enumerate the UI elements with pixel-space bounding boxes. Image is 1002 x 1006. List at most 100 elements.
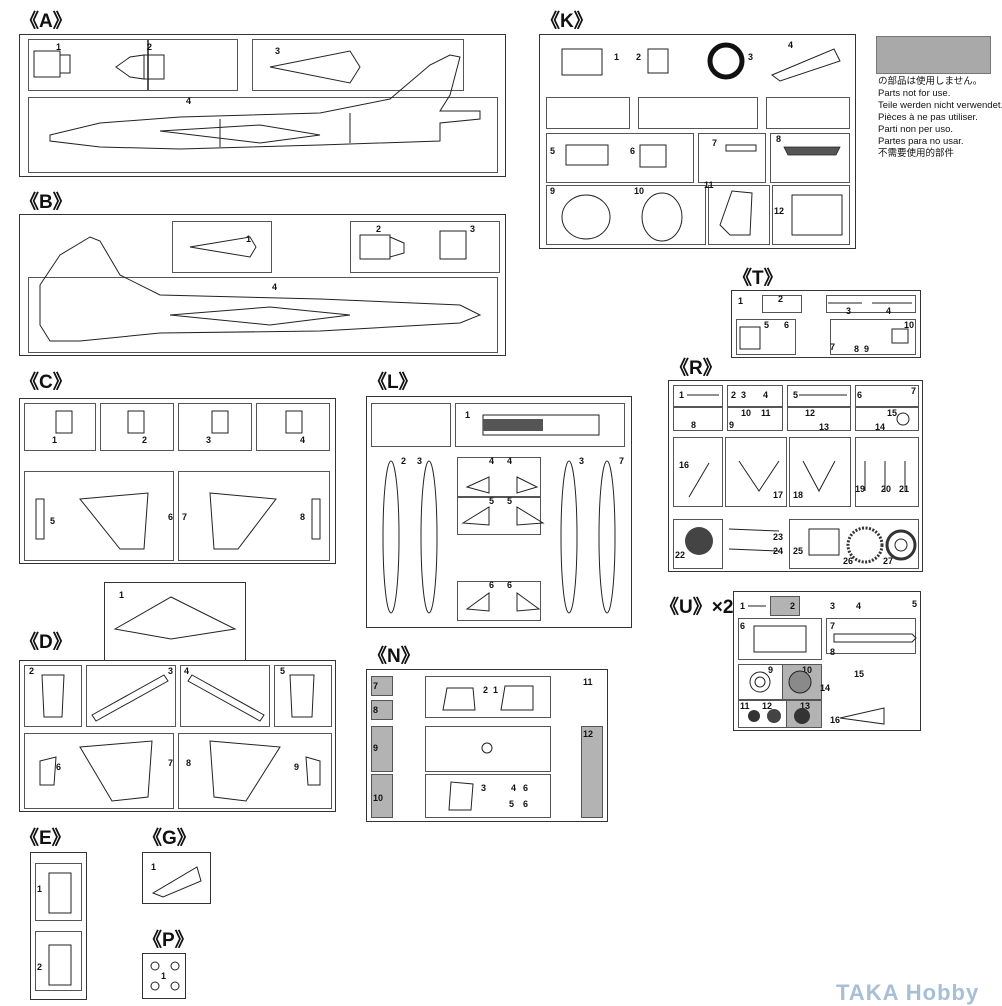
sprue-l-title: 《L》 (368, 372, 418, 393)
part-number: 6 (630, 146, 636, 156)
sprue-a-title: 《A》 (20, 11, 72, 32)
sprue-g-title: 《G》 (143, 828, 196, 849)
part-number: 2 (636, 52, 642, 62)
part-number: 2 (731, 390, 737, 400)
part-number: 8 (373, 705, 379, 715)
part-number: 4 (507, 456, 513, 466)
part-number: 2 (778, 294, 784, 304)
sprue-t-title: 《T》 (733, 268, 783, 289)
part-number: 1 (151, 862, 157, 872)
sprue-b-title: 《B》 (20, 192, 72, 213)
part-number: 8 (186, 758, 192, 768)
part-number: 3 (470, 224, 476, 234)
part-number: 5 (507, 496, 513, 506)
sprue-b-frame: 1 2 3 4 (19, 214, 506, 356)
part-number: 7 (373, 681, 379, 691)
wing-parts-drawing (39, 674, 321, 802)
part-number: 8 (691, 420, 697, 430)
part-number: 1 (56, 42, 62, 52)
part-number: 5 (793, 390, 799, 400)
sprue-p-frame: 1 (142, 953, 186, 999)
part-number: 9 (864, 344, 870, 354)
sprue-a-frame: 1 2 3 4 (19, 34, 506, 177)
part-number: 18 (793, 490, 804, 500)
part-number: 5 (912, 599, 918, 609)
part-number: 13 (800, 701, 811, 711)
part-number: 7 (712, 138, 718, 148)
part-number: 10 (802, 665, 813, 675)
part-number: 9 (768, 665, 774, 675)
part-number: 12 (762, 701, 773, 711)
part-number: 14 (820, 683, 831, 693)
sprue-c-frame: 1 2 3 4 5 6 7 8 (19, 398, 336, 564)
wing-parts-drawing (35, 410, 321, 550)
part-number: 1 (493, 685, 499, 695)
sprue-k-title: 《K》 (541, 11, 593, 32)
part-number: 3 (579, 456, 585, 466)
part-number: 8 (830, 647, 836, 657)
part-number: 6 (56, 762, 62, 772)
part-number: 1 (465, 410, 471, 420)
part-number: 4 (489, 456, 495, 466)
part-number: 5 (509, 799, 515, 809)
part-number: 5 (50, 516, 56, 526)
sprue-r-frame: 1 2 3 4 5 6 7 8 9 10 11 12 13 14 15 16 1… (668, 380, 923, 572)
cockpit-parts-drawing (561, 42, 843, 242)
part-number: 3 (275, 46, 281, 56)
part-number: 6 (740, 621, 746, 631)
part-number: 20 (881, 484, 892, 494)
sprue-g-frame: 1 (142, 852, 211, 904)
part-number: 8 (776, 134, 782, 144)
part-number: 7 (168, 758, 174, 768)
legend-french: Pièces à ne pas utiliser. (878, 112, 978, 123)
sprue-k-frame: 1 2 3 4 5 6 7 8 9 10 11 12 (539, 34, 856, 249)
part-number: 3 (206, 435, 212, 445)
not-for-use-part (581, 726, 603, 818)
part-number: 2 (376, 224, 382, 234)
legend-chinese: 不需要使用的部件 (878, 148, 955, 159)
part-number: 11 (761, 408, 771, 418)
part-number: 19 (855, 484, 866, 494)
part-number: 4 (184, 666, 190, 676)
part-number: 4 (272, 282, 278, 292)
part-number: 9 (294, 762, 300, 772)
fuel-tank-parts-drawing (382, 414, 616, 614)
part-number: 8 (300, 512, 306, 522)
legend-italian: Parti non per uso. (878, 124, 953, 135)
part-number: 25 (793, 546, 804, 556)
part-number: 1 (119, 590, 125, 600)
part-number: 7 (911, 386, 917, 396)
part-number: 2 (790, 601, 796, 611)
part-number: 10 (634, 186, 645, 196)
part-number: 6 (489, 580, 495, 590)
sprue-t-frame: 1 2 3 4 5 6 7 8 9 10 (731, 290, 921, 358)
part-number: 6 (523, 799, 529, 809)
part-number: 15 (887, 408, 898, 418)
part-number: 7 (182, 512, 188, 522)
not-for-use-part (371, 774, 393, 818)
canopy-parts-drawing (442, 685, 534, 811)
part-number: 14 (875, 422, 886, 432)
sprue-d-frame: 2 3 4 5 6 7 8 9 (19, 660, 336, 812)
part-number: 4 (856, 601, 862, 611)
part-number: 1 (679, 390, 685, 400)
part-number: 26 (843, 556, 854, 566)
sprue-r-title: 《R》 (670, 358, 722, 379)
sprue-p-title: 《P》 (143, 930, 194, 951)
part-number: 10 (373, 793, 384, 803)
sprue-c-title: 《C》 (20, 372, 72, 393)
part-number: 21 (899, 484, 910, 494)
not-for-use-part (770, 596, 800, 616)
part-number: 4 (300, 435, 306, 445)
part-number: 10 (904, 320, 915, 330)
part-number: 2 (483, 685, 489, 695)
part-number: 17 (773, 490, 784, 500)
part-number: 3 (741, 390, 747, 400)
part-number: 2 (37, 962, 43, 972)
part-number: 3 (481, 783, 487, 793)
detail-parts-drawing (739, 302, 912, 350)
part-number: 12 (805, 408, 816, 418)
part-number: 11 (583, 677, 593, 687)
part-number: 6 (523, 783, 529, 793)
weapon-parts-drawing (748, 605, 917, 725)
